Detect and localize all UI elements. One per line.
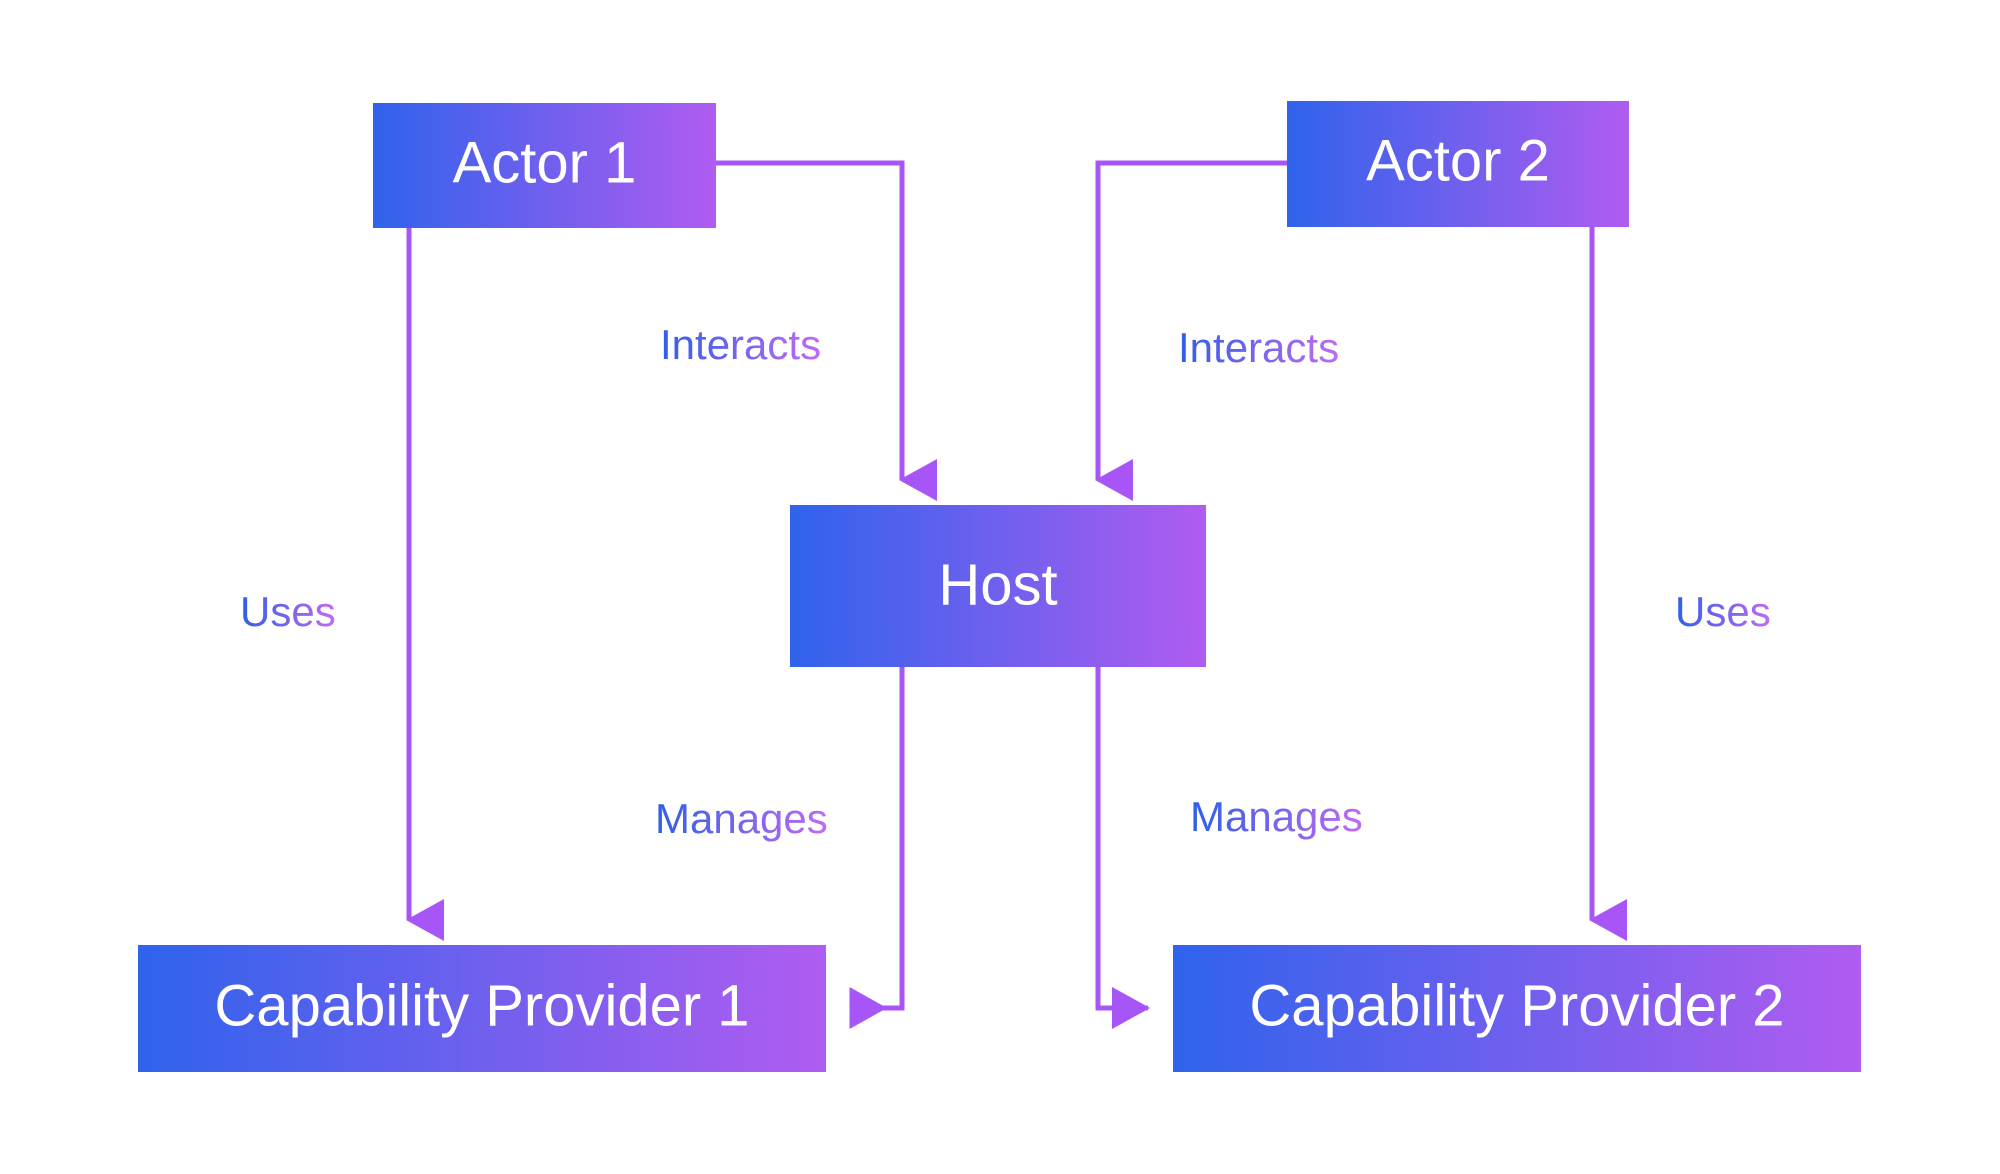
- node-cp2-label: Capability Provider 2: [1249, 973, 1784, 1038]
- edge-actor2-host: [1094, 160, 1287, 501]
- node-capability-provider-1[interactable]: Capability Provider 1: [138, 945, 826, 1072]
- node-actor1-rect[interactable]: [373, 103, 716, 228]
- edge-label-manages-right: Manages: [1190, 793, 1363, 840]
- edge-label-interacts-right: Interacts: [1178, 324, 1339, 371]
- node-actor1[interactable]: Actor 1: [373, 103, 716, 228]
- edge-host-cp2: [1095, 667, 1151, 1029]
- node-cp1-rect[interactable]: [138, 945, 826, 1072]
- node-host[interactable]: Host: [790, 505, 1206, 667]
- edge-label-manages-left: Manages: [655, 795, 828, 842]
- edge-layer: [405, 160, 1627, 1029]
- node-host-label: Host: [938, 552, 1057, 617]
- node-host-rect[interactable]: [790, 505, 1206, 667]
- edge-label-uses-left: Uses: [240, 588, 336, 635]
- node-cp2-rect[interactable]: [1173, 945, 1861, 1072]
- edge-label-interacts-left: Interacts: [660, 321, 821, 368]
- edge-label-uses-right: Uses: [1675, 588, 1771, 635]
- node-cp1-label: Capability Provider 1: [214, 973, 749, 1038]
- edge-label-layer: Interacts Interacts Uses Uses Manages Ma…: [240, 321, 1771, 842]
- node-actor1-label: Actor 1: [453, 130, 637, 195]
- node-layer: Actor 1 Actor 2 Host Capability Provider…: [138, 101, 1861, 1072]
- edge-actor1-host: [716, 160, 937, 501]
- node-actor2[interactable]: Actor 2: [1287, 101, 1629, 227]
- node-actor2-label: Actor 2: [1366, 128, 1550, 193]
- edge-host-cp1: [849, 667, 905, 1029]
- node-actor2-rect[interactable]: [1287, 101, 1629, 227]
- node-capability-provider-2[interactable]: Capability Provider 2: [1173, 945, 1861, 1072]
